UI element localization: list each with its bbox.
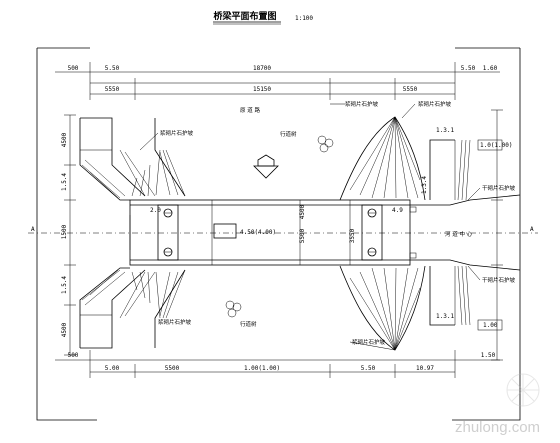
label-slope-far-right: 浆砌片石护坡 [418,100,452,108]
dim-right-3: 1.3.1 [436,313,454,320]
drawing-title: 桥梁平面布置图 [213,10,276,22]
right-dimensions: 1.3.1 1.3.4 1.3.1 [421,109,503,361]
label-slope-left-top: 浆砌片石护坡 [160,129,194,137]
dim-bottom-right: 10.97 [416,365,434,372]
label-channel-center: 河 道 中 心 [445,230,473,238]
label-channel-bottom: 干砌片石护坡 [482,276,516,284]
svg-text:A: A [530,226,534,233]
dim-bottom-center: 1.00(1.00) [244,365,280,372]
dim-right-end: 5.50 [461,65,476,72]
dim-left-1: 4500 [61,132,68,147]
dim-left-5: 4500 [61,322,68,337]
left-dimensions: 4500 1.5.4 1500 1.5.4 4500 [61,114,76,356]
dim-small-right: 1.60 [483,65,498,72]
deck-width-c: 3550 [349,228,356,243]
dim-small-left: 500 [68,65,79,72]
dim-left-a: 5550 [105,86,120,93]
label-tree-top: 行道树 [280,130,297,138]
deck-width-a: 4500 [299,204,306,219]
dim-left-4: 1.5.4 [61,276,68,294]
dim-bottom-mid-left: 5500 [165,365,180,372]
box-top-right: 1.0(1.00) [480,142,513,149]
flow-arrow-icon [253,154,279,179]
dim-bottom-left: 5.00 [105,365,120,372]
dim-right-a: 5550 [403,86,418,93]
dim-left-end: 5.50 [105,65,120,72]
box-bottom-right: 1.00 [483,322,498,329]
label-channel-top: 干砌片石护坡 [482,184,516,192]
annotation-labels: 原 道 路 浆砌片石护坡 浆砌片石护坡 浆砌片石护坡 行道树 行道树 浆砌片石护… [139,100,516,351]
dim-left-2: 1.5.4 [61,173,68,191]
label-tree-bottom: 行道树 [240,320,257,328]
dim-right-1: 1.3.1 [436,127,454,134]
watermark: zhulong.com [455,419,540,436]
site-boundary [36,48,97,421]
top-dimensions: 18700 5.50 5.50 500 1.60 5550 15150 5550 [55,62,500,100]
left-abutment-top [79,117,186,201]
pier-right [361,204,383,261]
dim-center: 15150 [253,86,271,93]
dim-right-2: 1.3.4 [421,176,428,194]
bridge-deck: 4.50(4.00) 4500 5500 3550 2.0 4.9 [129,199,417,266]
dim-overall: 18700 [253,65,271,72]
bottom-dimensions: 500 1.50 5.00 5500 1.00(1.00) 5.50 10.97 [55,350,500,378]
dim-bottom-mid-right: 5.50 [361,365,376,372]
right-channel: 1.0(1.00) 1.00 [410,139,521,331]
tree-bottom-icon [225,300,242,318]
right-slope-top [339,116,426,201]
label-slope-right-top: 浆砌片石护坡 [345,100,379,108]
dim-left-3: 1500 [61,224,68,239]
watermark-logo-icon [506,373,540,407]
right-slope-bottom [339,265,426,351]
deck-pier-left: 2.0 [150,207,161,214]
label-slope-bottom-right: 浆砌片石护坡 [352,338,386,346]
deck-pier-right: 4.9 [392,207,403,214]
drawing-scale: 1:100 [295,15,313,22]
tree-top-icon [317,135,334,153]
dim-bottom-small-right: 1.50 [481,352,496,359]
deck-center-label: 4.50(4.00) [240,229,276,236]
svg-text:A: A [31,226,35,233]
deck-width-b: 5500 [299,228,306,243]
dim-bottom-small-left: 500 [68,352,79,359]
label-slope-left-bottom: 浆砌片石护坡 [158,318,192,326]
label-road-top: 原 道 路 [240,106,260,114]
left-abutment-bottom [79,267,186,349]
pier-left [157,204,179,261]
